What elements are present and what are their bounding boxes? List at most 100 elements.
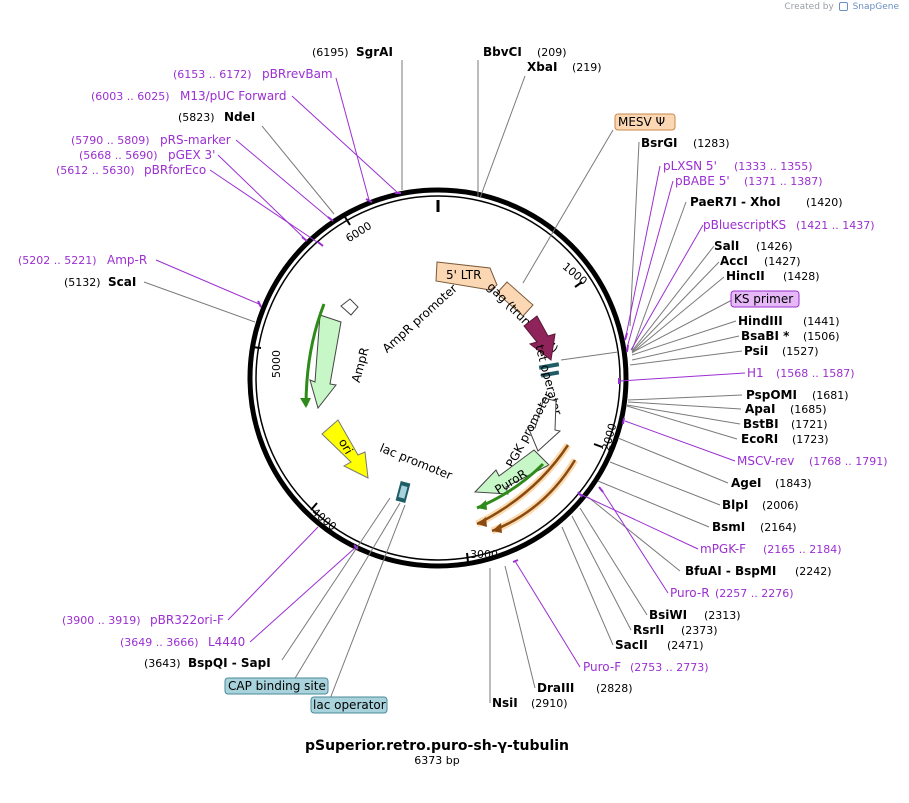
leader-xbai <box>479 75 526 199</box>
leader-pbabe <box>626 180 674 349</box>
site-name-apai: ApaI <box>745 402 775 416</box>
site-pos-bsrgi: (1283) <box>693 137 730 150</box>
site-name-sgrai: SgrAI <box>356 45 393 59</box>
primer-pos-l4440: (3649 .. 3666) <box>120 636 199 649</box>
primer-name-pbrforeco: pBRforEco <box>144 163 206 177</box>
mesv-label: MESV Ψ <box>618 115 665 129</box>
leader-prs-marker <box>235 139 331 220</box>
tick-label-5000: 5000 <box>270 350 283 378</box>
site-pos-sali: (1426) <box>756 240 793 253</box>
site-pos-rsrii: (2373) <box>681 624 718 637</box>
tick-5000 <box>251 346 262 349</box>
ori-label: ori <box>336 436 356 457</box>
site-name-xbai: XbaI <box>527 60 557 74</box>
leader-agei <box>617 437 729 484</box>
cap-binding-box <box>224 677 329 695</box>
plasmid-title: pSuperior.retro.puro-sh-γ-tubulin <box>305 738 569 754</box>
lac-promoter-inner <box>398 485 408 499</box>
primer-name-purof: Puro-F <box>583 660 621 674</box>
site-name-bspmi: BfuAI - BspMI <box>685 564 776 578</box>
tick-marks <box>251 216 603 563</box>
leader-hincii <box>631 276 725 354</box>
site-pos-acci: (1427) <box>764 255 801 268</box>
leader-pbluescript <box>630 224 704 351</box>
primer-pos-plxsn: (1333 .. 1355) <box>734 160 813 173</box>
primer-pos-h1: (1568 .. 1587) <box>776 367 855 380</box>
site-name-xhoi: PaeR7I - XhoI <box>690 195 781 209</box>
site-pos-bsmi: (2164) <box>760 521 797 534</box>
tick-3000 <box>466 552 469 563</box>
leader-sapi <box>281 497 391 661</box>
leader-lacop <box>327 504 406 705</box>
mesv-box <box>614 113 676 131</box>
primer-name-pbluescript: pBluescriptKS <box>703 218 786 232</box>
primer-pos-pbrrevbam: (6153 .. 6172) <box>173 68 252 81</box>
leader-ndei <box>261 125 335 215</box>
tet-operator-feature <box>523 315 556 361</box>
ltr-label: 5' LTR <box>446 268 481 282</box>
primer-pos-pbr322ori: (3900 .. 3919) <box>62 614 141 627</box>
primer-pos-prs: (5790 .. 5809) <box>71 134 150 147</box>
leader-ks <box>632 299 733 353</box>
ori-feature <box>321 419 369 479</box>
primer-pos-pbabe: (1371 .. 1387) <box>744 175 823 188</box>
site-pos-scai: (5132) <box>64 276 101 289</box>
site-name-sapi: BspQI - SapI <box>188 656 271 670</box>
site-pos-sgrai: (6195) <box>312 46 349 59</box>
primer-pos-m13: (6003 .. 6025) <box>91 90 170 103</box>
site-name-bsrgi: BsrGI <box>641 136 678 150</box>
leader-xhoi <box>631 201 687 351</box>
leader-m13 <box>291 95 399 194</box>
primer-pos-pbluescript: (1421 .. 1437) <box>796 219 875 232</box>
leader-psii <box>629 350 743 366</box>
primer-pos-mscv: (1768 .. 1791) <box>809 455 888 468</box>
site-name-ndei: NdeI <box>224 110 255 124</box>
primer-mark-mscv <box>622 417 625 425</box>
tick-1000 <box>574 281 583 288</box>
leader-mpgk <box>579 493 699 550</box>
primer-name-h1: H1 <box>747 366 764 380</box>
leader-hindiii <box>631 320 737 356</box>
ampr-promoter-label: AmpR promoter <box>380 281 460 355</box>
primer-name-pbabe: pBABE 5' <box>675 174 730 188</box>
credit-brand: SnapGene <box>852 2 899 12</box>
leader-bsrgi <box>629 141 640 327</box>
leader-sacii <box>561 526 614 646</box>
site-pos-bbvci: (209) <box>537 46 567 59</box>
credit-line: Created by SnapGene <box>784 2 899 12</box>
primer-name-pbr322ori: pBR322ori-F <box>150 613 224 627</box>
site-name-psii: PsiI <box>744 344 768 358</box>
leader-ecori <box>626 405 738 440</box>
leader-pgex <box>217 154 306 240</box>
primer-name-m13: M13/pUC Forward <box>180 89 287 103</box>
tet-operator-block-2 <box>540 370 560 378</box>
tick-label-3000: 3000 <box>470 548 498 561</box>
site-pos-xhoi: (1420) <box>806 196 843 209</box>
leader-draiii <box>504 565 536 689</box>
site-pos-draiii: (2828) <box>596 682 633 695</box>
primer-name-mpgk: mPGK-F <box>700 542 746 556</box>
orange-orf-arrowhead-1 <box>477 517 487 527</box>
leader-pbrforeco <box>209 169 321 245</box>
leader-sali <box>631 245 715 352</box>
gag-feature <box>496 281 534 317</box>
site-name-bbvci: BbvCI <box>483 45 522 59</box>
leader-plxsn <box>625 165 661 337</box>
leader-h1 <box>619 372 746 382</box>
ampr-feature <box>309 314 342 410</box>
primer-mark-ampr <box>257 300 262 308</box>
site-pos-bstbi: (1721) <box>791 418 828 431</box>
leader-blpi <box>609 461 721 506</box>
ltr-feature <box>435 261 498 291</box>
site-pos-apai: (1685) <box>790 403 827 416</box>
ks-primer-label: KS primer <box>734 292 793 306</box>
leader-puror <box>600 488 669 594</box>
site-pos-nsii: (2910) <box>531 697 568 710</box>
ampr-promoter-feature <box>340 298 359 316</box>
leader-bsmi <box>597 480 710 528</box>
primer-pos-pgex: (5668 .. 5690) <box>79 149 158 162</box>
leader-pspomi <box>627 394 743 401</box>
pgk-promoter-feature <box>527 397 562 452</box>
site-pos-pspomi: (1681) <box>812 389 849 402</box>
